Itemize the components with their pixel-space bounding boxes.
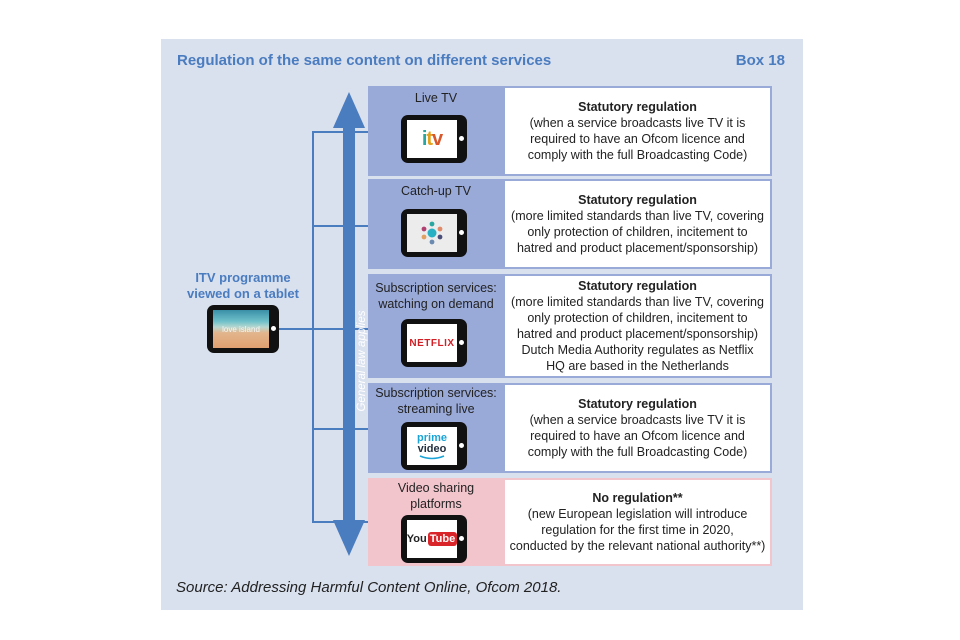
tablet-icon: prime video bbox=[401, 422, 467, 470]
regulation-line: hatred and product placement/sponsorship… bbox=[516, 241, 759, 255]
tablet-icon: NETFLIX bbox=[401, 319, 467, 367]
tablet-icon bbox=[401, 209, 467, 257]
regulation-line: hatred and product placement/sponsorship… bbox=[516, 327, 759, 341]
service-label: Subscription services: streaming live bbox=[375, 386, 497, 416]
service-label: Subscription services: watching on deman… bbox=[375, 281, 497, 311]
regulation-line: (new European legislation will introduce bbox=[527, 507, 748, 521]
regulation-title: No regulation** bbox=[592, 491, 683, 505]
connector-row-1 bbox=[312, 131, 368, 133]
regulation-line: (when a service broadcasts live TV it is bbox=[529, 413, 746, 427]
regulation-line: regulation for the first time in 2020, bbox=[541, 523, 734, 537]
tablet-button bbox=[459, 443, 464, 448]
regulation-title: Statutory regulation bbox=[578, 193, 697, 207]
box-title: Regulation of the same content on differ… bbox=[177, 52, 552, 69]
regulation-box: Statutory regulation (when a service bro… bbox=[505, 88, 770, 174]
service-row-live-tv: Live TV itv Statutory regulation (when a… bbox=[368, 86, 772, 176]
regulation-box: No regulation** (new European legislatio… bbox=[505, 480, 770, 564]
origin-label: ITV programme viewed on a tablet bbox=[181, 270, 305, 302]
box-number: Box 18 bbox=[735, 52, 785, 69]
origin-label-line-2: viewed on a tablet bbox=[187, 286, 299, 301]
origin-screen-text: love island bbox=[222, 324, 260, 334]
connector-row-2 bbox=[312, 225, 368, 227]
regulation-line: comply with the full Broadcasting Code) bbox=[527, 445, 748, 459]
regulation-line: Dutch Media Authority regulates as Netfl… bbox=[521, 343, 754, 357]
connector-vertical bbox=[312, 131, 314, 523]
box-panel: Regulation of the same content on differ… bbox=[161, 39, 803, 610]
regulation-line: conducted by the relevant national autho… bbox=[509, 539, 766, 553]
regulation-line: (more limited standards than live TV, co… bbox=[511, 209, 764, 223]
regulation-title: Statutory regulation bbox=[578, 279, 697, 293]
service-row-subscription-on-demand: Subscription services: watching on deman… bbox=[368, 274, 772, 378]
regulation-box: Statutory regulation (more limited stand… bbox=[505, 276, 770, 376]
itv-hub-logo-icon bbox=[407, 214, 457, 252]
general-law-arrow bbox=[333, 92, 365, 556]
connector-origin bbox=[279, 328, 313, 330]
regulation-line: required to have an Ofcom licence and bbox=[530, 429, 745, 443]
service-label: Video sharing platforms bbox=[397, 481, 475, 511]
regulation-line: required to have an Ofcom licence and bbox=[530, 132, 745, 146]
itv-logo-icon: itv bbox=[407, 120, 457, 158]
origin-label-line-1: ITV programme bbox=[195, 270, 291, 285]
regulation-line: (more limited standards than live TV, co… bbox=[511, 295, 764, 309]
service-row-subscription-streaming-live: Subscription services: streaming live pr… bbox=[368, 383, 772, 473]
tablet-button bbox=[459, 230, 464, 235]
source-note: Source: Addressing Harmful Content Onlin… bbox=[176, 579, 562, 596]
love-island-thumbnail-icon: love island bbox=[213, 310, 269, 348]
service-row-catch-up-tv: Catch-up TV Statutory regulati bbox=[368, 179, 772, 269]
tablet-button bbox=[271, 326, 276, 331]
arrow-shape bbox=[333, 92, 365, 556]
regulation-line: (when a service broadcasts live TV it is bbox=[529, 116, 746, 130]
hub-dots-icon bbox=[421, 221, 443, 245]
regulation-line: only protection of children, incitement … bbox=[527, 225, 748, 239]
regulation-title: Statutory regulation bbox=[578, 100, 697, 114]
general-law-label: General law applies bbox=[356, 310, 368, 412]
tablet-button bbox=[459, 536, 464, 541]
regulation-title: Statutory regulation bbox=[578, 397, 697, 411]
prime-smile-icon bbox=[419, 454, 445, 459]
netflix-logo-icon: NETFLIX bbox=[407, 324, 457, 362]
tablet-button bbox=[459, 136, 464, 141]
prime-video-logo-icon: prime video bbox=[407, 427, 457, 465]
regulation-line: HQ are based in the Netherlands bbox=[546, 359, 729, 373]
origin-tablet-icon: love island bbox=[207, 305, 279, 353]
regulation-box: Statutory regulation (when a service bro… bbox=[505, 385, 770, 471]
service-label: Live TV bbox=[414, 91, 458, 105]
regulation-line: comply with the full Broadcasting Code) bbox=[527, 148, 748, 162]
tablet-button bbox=[459, 340, 464, 345]
tablet-icon: itv bbox=[401, 115, 467, 163]
regulation-line: only protection of children, incitement … bbox=[527, 311, 748, 325]
connector-row-3 bbox=[312, 328, 368, 330]
connector-row-4 bbox=[312, 428, 368, 430]
regulation-box: Statutory regulation (more limited stand… bbox=[505, 181, 770, 267]
service-label: Catch-up TV bbox=[401, 184, 471, 198]
